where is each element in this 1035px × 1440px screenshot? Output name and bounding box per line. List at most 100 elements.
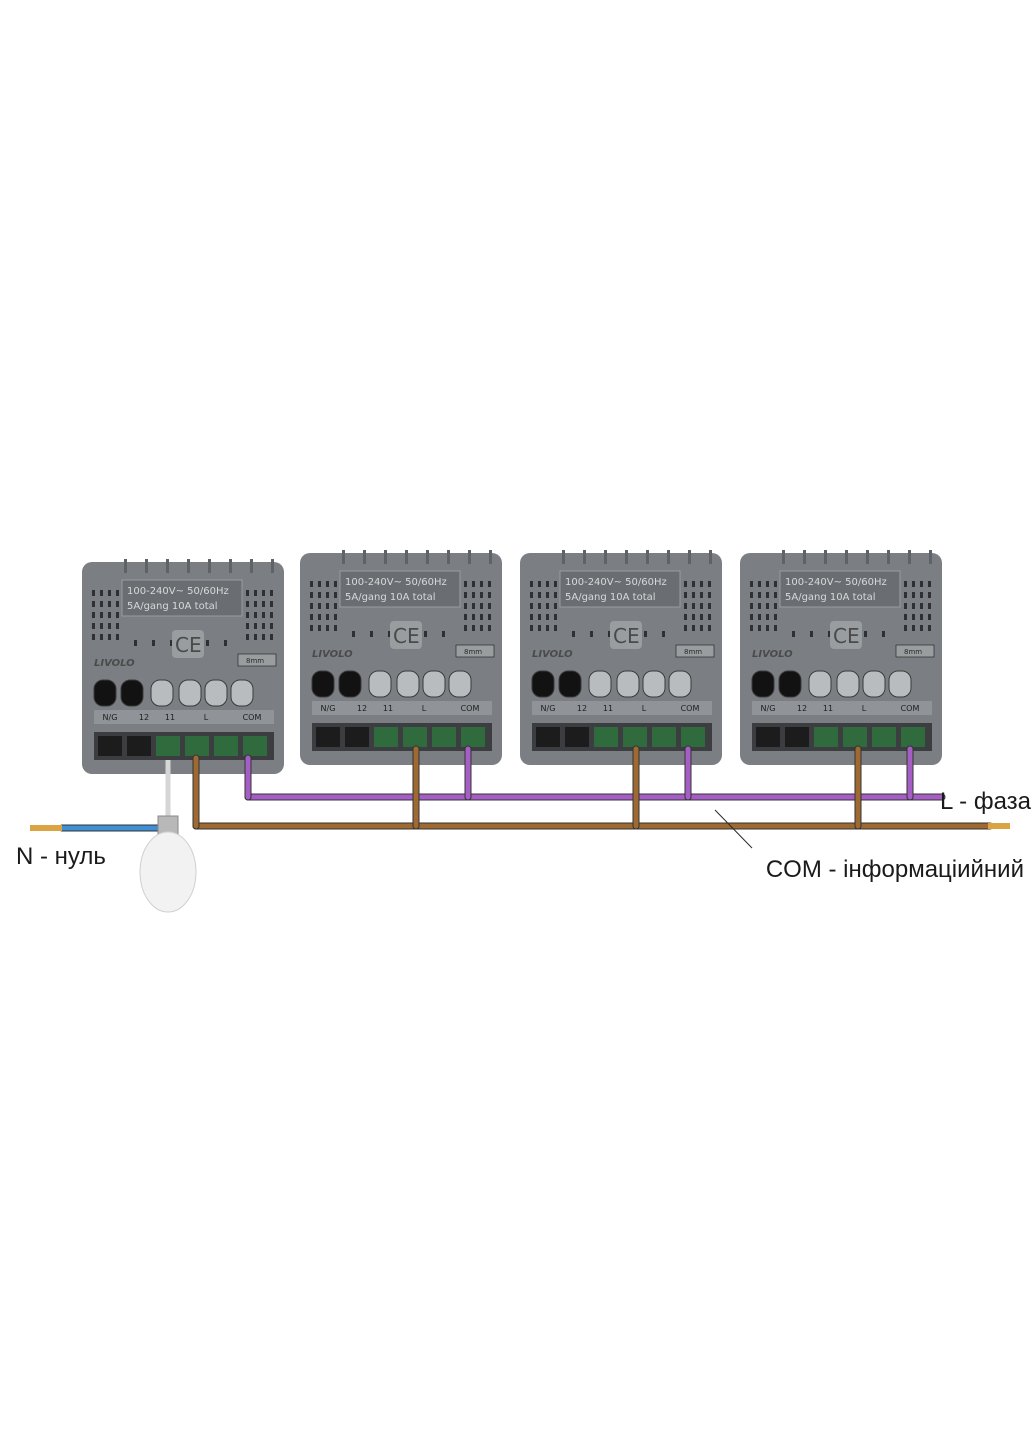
vent-hole <box>928 625 931 631</box>
housing-notch <box>625 550 628 564</box>
vent-hole <box>920 581 923 587</box>
vent-hole <box>246 634 249 640</box>
housing-notch <box>145 559 148 573</box>
terminal-slot <box>681 727 705 747</box>
vent-hole <box>904 581 907 587</box>
vent-hole <box>708 625 711 631</box>
ce-plate <box>610 621 642 649</box>
terminal-screw <box>338 670 362 698</box>
terminal-screw <box>836 670 860 698</box>
strip-gauge-label: 8mm <box>246 657 264 665</box>
terminal-slot <box>345 727 369 747</box>
vent-hole <box>488 614 491 620</box>
terminal-screw <box>808 670 832 698</box>
vent-hole <box>758 603 761 609</box>
vent-hole <box>750 581 753 587</box>
brand-logo: LIVOLO <box>532 649 573 660</box>
vent-hole <box>792 631 795 637</box>
terminal-label: L <box>204 713 209 722</box>
terminal-slot <box>316 727 340 747</box>
vent-hole <box>134 640 137 646</box>
vent-hole <box>262 601 265 607</box>
vent-hole <box>108 601 111 607</box>
housing-notch <box>166 559 169 573</box>
vent-hole <box>608 631 611 637</box>
housing-notch <box>271 559 274 573</box>
vent-hole <box>530 581 533 587</box>
housing-notch <box>208 559 211 573</box>
vent-hole <box>554 581 557 587</box>
terminal-screw <box>668 670 692 698</box>
vent-hole <box>546 603 549 609</box>
vent-hole <box>912 614 915 620</box>
vent-hole <box>464 625 467 631</box>
vent-hole <box>318 625 321 631</box>
terminal-label-strip <box>312 701 492 715</box>
vent-hole <box>92 623 95 629</box>
strip-gauge-label: 8mm <box>904 648 922 656</box>
vent-hole <box>530 614 533 620</box>
vent-hole <box>472 614 475 620</box>
vent-hole <box>700 614 703 620</box>
terminal-label: L <box>642 704 647 713</box>
vent-hole <box>488 625 491 631</box>
ce-mark: CE <box>175 633 202 657</box>
vent-hole <box>116 623 119 629</box>
terminal-slot <box>156 736 180 756</box>
vent-hole <box>538 614 541 620</box>
vent-hole <box>246 590 249 596</box>
vent-hole <box>262 634 265 640</box>
vent-hole <box>326 581 329 587</box>
vent-hole <box>100 623 103 629</box>
vent-hole <box>224 640 227 646</box>
vent-hole <box>774 581 777 587</box>
vent-hole <box>310 614 313 620</box>
rating-line-2: 5A/gang 10A total <box>785 592 876 603</box>
vent-hole <box>700 603 703 609</box>
vent-hole <box>262 623 265 629</box>
vent-hole <box>270 623 273 629</box>
vent-hole <box>530 592 533 598</box>
terminal-slot <box>843 727 867 747</box>
vent-hole <box>692 625 695 631</box>
bulb-glass <box>139 831 197 913</box>
rating-line-2: 5A/gang 10A total <box>127 601 218 612</box>
vent-hole <box>684 625 687 631</box>
vent-hole <box>546 614 549 620</box>
housing-notch <box>426 550 429 564</box>
terminal-slot <box>214 736 238 756</box>
vent-hole <box>92 590 95 596</box>
vent-hole <box>774 592 777 598</box>
vent-hole <box>708 581 711 587</box>
vent-hole <box>662 631 665 637</box>
vent-hole <box>334 614 337 620</box>
vent-hole <box>774 625 777 631</box>
housing-notch <box>646 550 649 564</box>
terminal-screw <box>778 670 802 698</box>
neutral-copper-end <box>30 825 62 831</box>
vent-hole <box>464 603 467 609</box>
vent-hole <box>554 625 557 631</box>
vent-hole <box>488 603 491 609</box>
vent-hole <box>270 612 273 618</box>
vent-hole <box>750 614 753 620</box>
vent-hole <box>538 592 541 598</box>
phase-label: L - фаза <box>940 788 1032 815</box>
vent-hole <box>254 590 257 596</box>
vent-hole <box>326 603 329 609</box>
terminal-slot <box>536 727 560 747</box>
vent-hole <box>538 581 541 587</box>
strip-gauge <box>675 644 715 658</box>
terminal-slot <box>403 727 427 747</box>
housing-notch <box>447 550 450 564</box>
vent-hole <box>116 601 119 607</box>
rating-line-1: 100-240V~ 50/60Hz <box>127 586 229 597</box>
terminal-screw <box>531 670 555 698</box>
terminal-screw <box>120 679 144 707</box>
strip-gauge <box>237 653 277 667</box>
vent-hole <box>352 631 355 637</box>
strip-gauge-label: 8mm <box>464 648 482 656</box>
